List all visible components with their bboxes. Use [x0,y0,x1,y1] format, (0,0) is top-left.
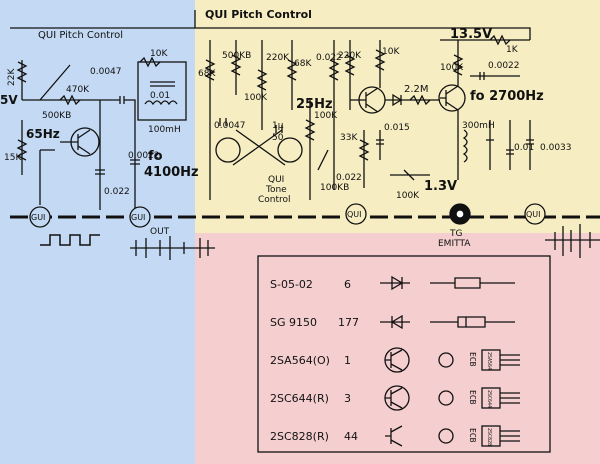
part-name-4: 2SC644(R) [270,392,329,405]
part-name-5: 2SC828(R) [270,430,329,443]
part-num-2: 177 [338,316,359,329]
label-1-3v: 1.3V [424,179,457,194]
label-0-01a: 0.01 [150,91,170,101]
label-fo-a: fo [148,149,163,164]
label-500kb-a: 500KB [42,111,71,121]
label-500kb-b: 500KB [222,51,251,61]
package-3: 2SC828 [486,428,492,446]
label-10k-b: 10K [382,47,400,57]
label-0-01b: 0.01 [514,143,534,153]
wiring [10,10,600,453]
label-68k-b: 68K [294,59,312,69]
part-name-1: S-05-02 [270,278,313,291]
label-0-0033: 0.0033 [540,143,572,153]
label-33k: 33K [340,133,358,143]
label-gui-1: GUI [31,213,45,222]
label-tone-1: QUI [268,175,284,185]
label-15k: 15K [4,153,22,163]
label-1u: 1μ [272,121,284,131]
label-100k-d: 100K [440,63,464,73]
label-4100hz: 4100Hz [144,165,199,180]
package-2: 2SC644 [486,390,492,408]
label-out: OUT [150,227,170,237]
label-13-5v: 13.5V [450,27,492,42]
part-num-4: 3 [344,392,351,405]
part-name-3: 2SA564(O) [270,354,330,367]
label-0-0047a: 0.0047 [90,67,122,77]
label-0-022a: 0.022 [104,187,130,197]
part-num-5: 44 [344,430,358,443]
label-22k: 22K [7,68,17,86]
label-tone-2: Tone [265,185,287,195]
label-emitta: EMITTA [438,239,471,249]
label-gui-2: GUI [131,213,145,222]
label-50: 50 [272,133,284,143]
label-100mh: 100mH [148,125,181,135]
label-100k-b: 100K [314,111,338,121]
label-10k-a: 10K [150,49,168,59]
label-220k-a: 220K [266,53,290,63]
part-name-2: SG 9150 [270,316,317,329]
label-0-0022: 0.0022 [128,151,160,161]
part-num-3: 1 [344,354,351,367]
label-25hz: 25Hz [296,97,333,112]
label-100kb: 100KB [320,183,349,193]
label-0-022c: 0.022 [316,53,342,63]
label-fo-2700hz: fo 2700Hz [470,89,544,104]
title-left: QUI Pitch Control [38,30,123,41]
pinout-3: ECB [468,428,477,443]
label-1k: 1K [506,45,519,55]
pinout-1: ECB [468,352,477,367]
label-qui-2: QUI [526,210,541,219]
pinout-2: ECB [468,390,477,405]
label-0-015: 0.015 [384,123,410,133]
label-qui-1: QUI [347,210,362,219]
title-top: QUI Pitch Control [205,8,312,21]
label-tg: TG [449,229,462,239]
label-tone-3: Control [258,195,291,205]
part-num-1: 6 [344,278,351,291]
label-220k-b: 220K [338,51,362,61]
label-100k-a: 100K [244,93,268,103]
label-0-0047b: 0.0047 [214,121,246,131]
label-65hz: 65Hz [26,127,60,141]
label-68k-a: 68K [198,69,216,79]
label-0-0022: 0.0022 [488,61,520,71]
label-470k: 470K [66,85,90,95]
label-0-022d: 0.022 [336,173,362,183]
package-1: 2SA564 [486,352,492,370]
blue-region [0,0,195,464]
label-300mh: 300mH [462,121,495,131]
label-2-2m: 2.2M [404,84,429,95]
label-5v: 5V [0,93,18,107]
label-100k-c: 100K [396,191,420,201]
